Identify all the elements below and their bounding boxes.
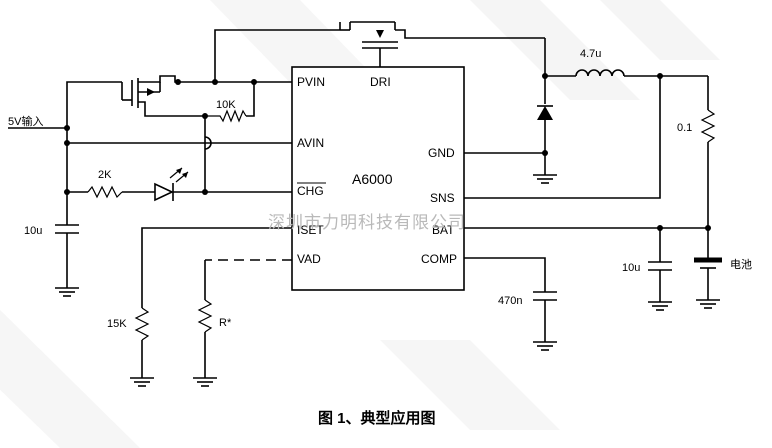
resistor-rstar [193, 299, 217, 387]
c10u-right-label: 10u [622, 262, 640, 274]
battery-label: 电池 [730, 258, 752, 271]
inductor-label: 4.7u [580, 48, 601, 60]
resistor-10k [205, 82, 255, 123]
rstar-label: R* [219, 317, 232, 329]
pin-iset: ISET [297, 223, 324, 237]
pin-vad: VAD [297, 252, 321, 266]
pin-pvin: PVIN [297, 75, 325, 89]
rsense-label: 0.1 [677, 122, 692, 134]
ground-gnd [533, 174, 557, 184]
c10u-left-label: 10u [24, 225, 42, 237]
pin-sns: SNS [430, 191, 455, 205]
input-label: 5V输入 [8, 114, 43, 128]
schottky-diode [537, 76, 553, 175]
resistor-sense [700, 76, 716, 258]
figure-caption: 图 1、典型应用图 [318, 409, 436, 427]
battery [694, 257, 722, 309]
watermark: 深圳市力明科技有限公司 [268, 213, 466, 232]
inductor-4-7u [575, 69, 625, 77]
pin-dri: DRI [370, 75, 391, 89]
top-pmos [339, 21, 545, 52]
resistor-2k [67, 185, 155, 199]
pin-gnd: GND [428, 146, 455, 160]
led [154, 167, 292, 202]
chip-body [291, 66, 465, 291]
capacitor-10u-right [648, 228, 672, 311]
r10k-label: 10K [216, 99, 236, 111]
pin-comp: COMP [421, 252, 457, 266]
resistor-15k [130, 307, 154, 387]
r2k-label: 2K [98, 169, 112, 181]
capacitor-10u-left [55, 224, 79, 297]
pin-bat: BAT [432, 223, 455, 237]
chip-name: A6000 [352, 171, 393, 187]
r15k-label: 15K [107, 318, 127, 330]
pin-chg: CHG [297, 184, 324, 198]
input-pmos [121, 75, 215, 117]
capacitor-470n [533, 291, 557, 351]
c470n-label: 470n [498, 295, 522, 307]
pin-avin: AVIN [297, 136, 324, 150]
